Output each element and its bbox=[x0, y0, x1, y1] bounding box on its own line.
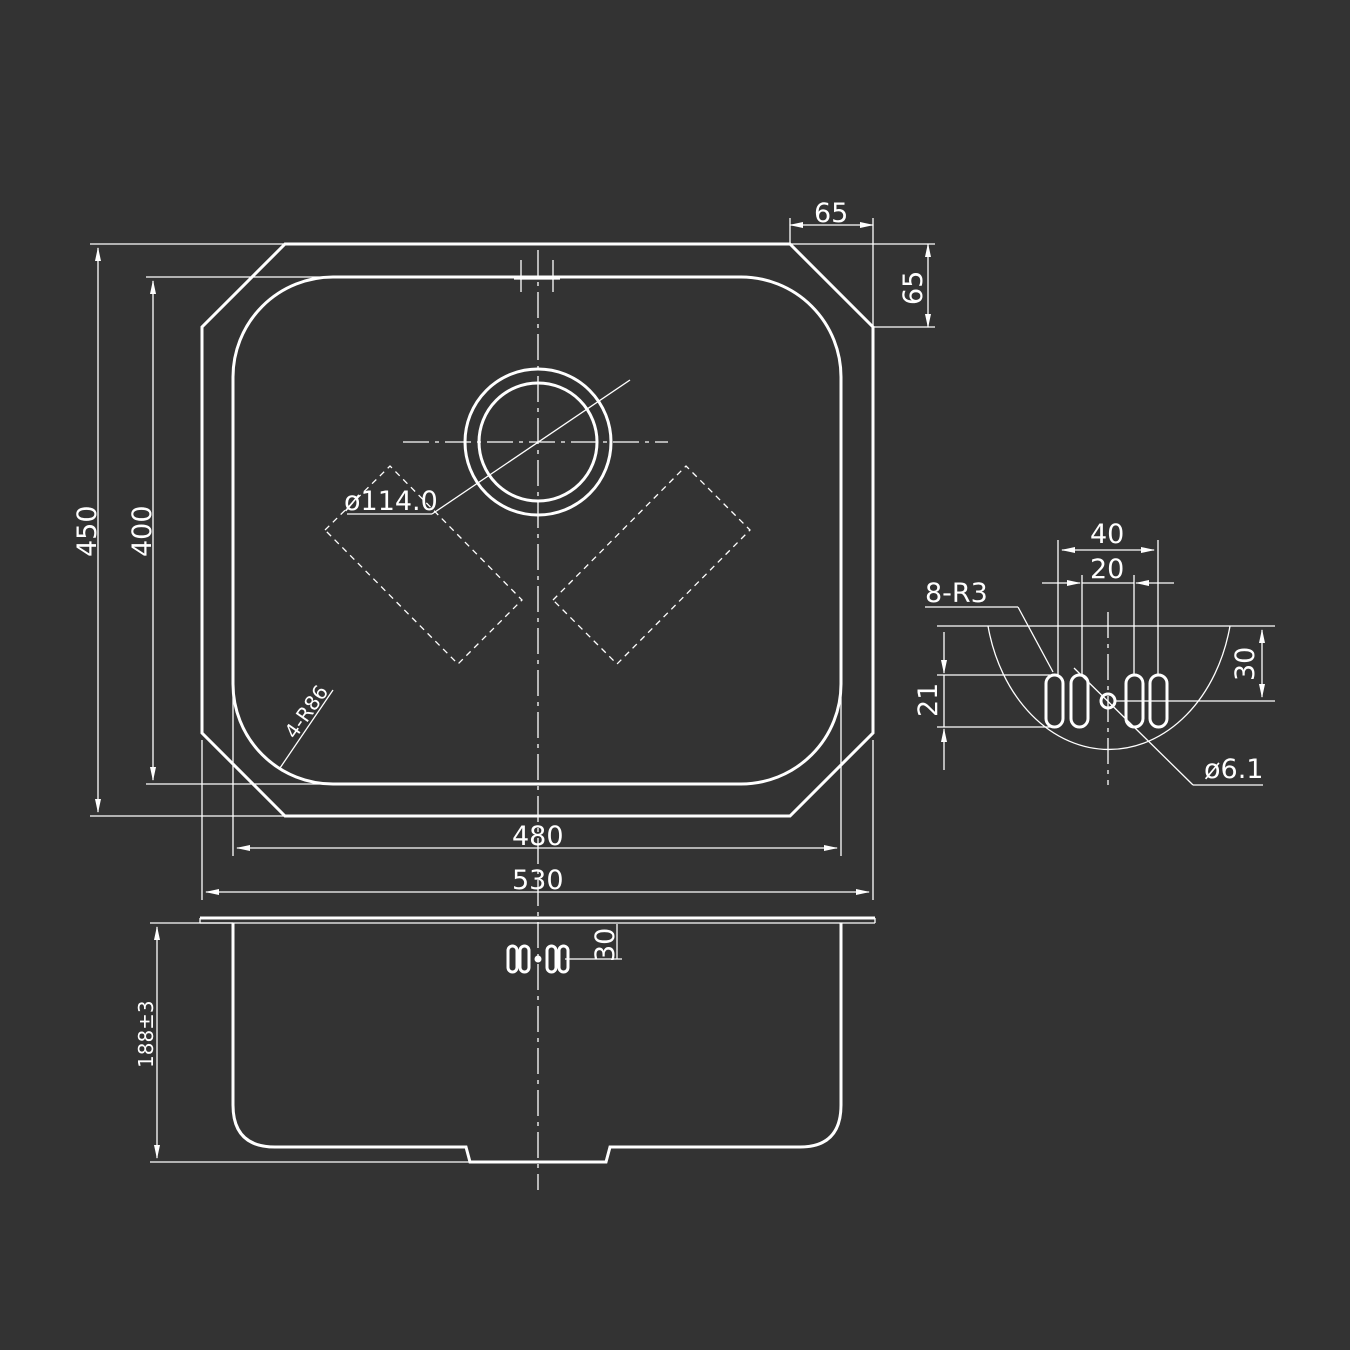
overflow-detail-view: 40 20 8-R3 21 30 ø6.1 bbox=[913, 519, 1275, 786]
detail-slot bbox=[1069, 673, 1090, 729]
outer-flange-outline bbox=[200, 242, 875, 818]
overflow-slot bbox=[518, 944, 531, 974]
chamfer-height-label: 65 bbox=[898, 271, 929, 305]
slot-span-inner-label: 20 bbox=[1090, 554, 1124, 585]
drain-diameter-label: ø114.0 bbox=[344, 486, 438, 517]
inner-width-label: 480 bbox=[512, 821, 564, 852]
side-bowl-outline bbox=[231, 923, 843, 1164]
slot-height-label: 21 bbox=[913, 683, 944, 717]
slot-radius-label: 8-R3 bbox=[925, 578, 988, 609]
inner-bowl-outline bbox=[231, 275, 843, 786]
inner-height-label: 400 bbox=[127, 505, 158, 557]
detail-boundary bbox=[987, 625, 1231, 751]
accessory-outline-right bbox=[552, 465, 751, 665]
center-hole-label: ø6.1 bbox=[1204, 754, 1263, 785]
corner-radius-leader bbox=[279, 689, 334, 769]
top-view: ø114.0 4-R86 65 65 450 400 480 bbox=[72, 198, 935, 1190]
overflow-center-hole bbox=[534, 955, 542, 963]
outer-width-label: 530 bbox=[512, 865, 564, 896]
drain-diameter-leader bbox=[431, 379, 631, 515]
accessory-outline-left bbox=[324, 465, 523, 665]
detail-offset-label: 30 bbox=[1230, 647, 1261, 681]
slot-radius-leader bbox=[1017, 606, 1054, 673]
detail-slot bbox=[1044, 673, 1065, 729]
center-hole-leader bbox=[1073, 667, 1194, 786]
depth-label: 188±3 bbox=[134, 1000, 158, 1068]
chamfer-width-label: 65 bbox=[814, 198, 848, 229]
side-view: 30 188±3 bbox=[134, 916, 876, 1164]
slot-span-outer-label: 40 bbox=[1090, 519, 1124, 550]
outer-height-label: 450 bbox=[72, 505, 103, 557]
overflow-offset-label: 30 bbox=[590, 928, 621, 962]
overflow-slot bbox=[506, 944, 519, 974]
corner-radius-label: 4-R86 bbox=[279, 681, 333, 743]
overflow-slot bbox=[545, 944, 558, 974]
